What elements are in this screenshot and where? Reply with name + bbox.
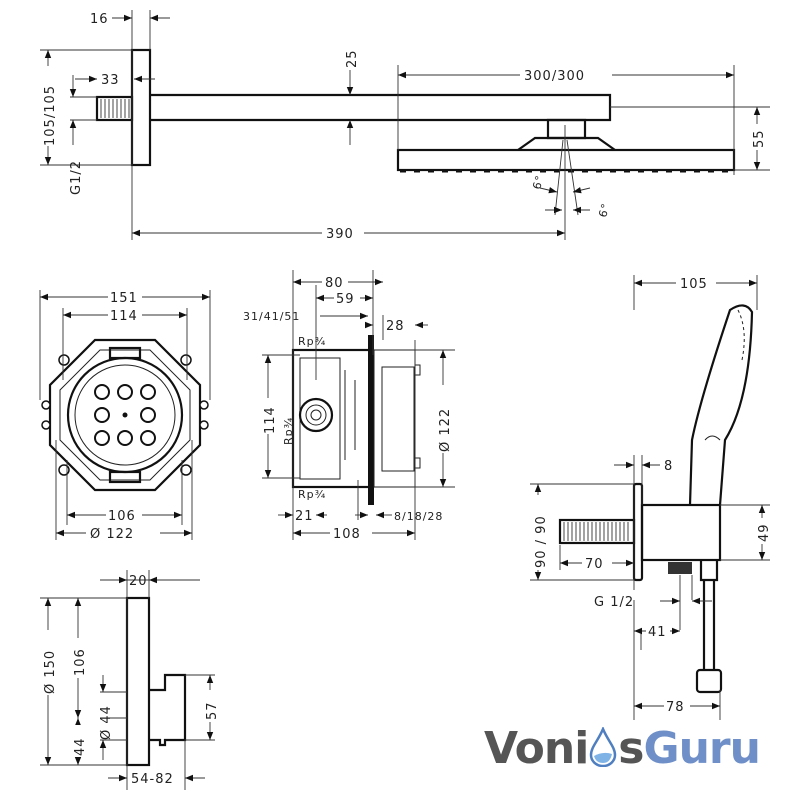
dim-height-106: 106 — [73, 648, 88, 676]
dim-thread: G1/2 — [69, 160, 84, 195]
dim-depth-range: 31/41/51 — [243, 310, 300, 323]
dim-offset-44: 44 — [73, 737, 88, 756]
dim-thread-label: G 1/2 — [594, 595, 634, 610]
label-rp-top: Rp¾ — [298, 335, 326, 348]
angle-label-1: 6° — [530, 173, 546, 190]
mounting-box-front: 151 114 106 Ø 122 — [39, 288, 211, 542]
dim-outer-width: 151 — [110, 291, 138, 306]
dim-head-size: 300/300 — [524, 69, 585, 84]
dim-arrow — [572, 186, 591, 194]
label-rp-mid: Rp¾ — [282, 417, 295, 445]
dim-diameter-44: Ø 44 — [99, 705, 114, 740]
dim-plate-depth: 20 — [129, 574, 148, 589]
logo-text-s: s — [618, 723, 644, 774]
dim-wall-plate-depth: 16 — [90, 12, 109, 27]
dim-depth-28: 28 — [386, 319, 405, 334]
shower-arm-view: 16 33 25 105/105 G1/2 300/300 55 6° 6° 3… — [40, 10, 770, 242]
mounting-box-section: 80 59 31/41/51 28 Rp¾ Rp¾ Rp¾ 114 Ø 122 … — [243, 270, 455, 542]
dim-wall-plate-size: 105/105 — [43, 85, 58, 146]
dim-depth-range-2: 8/18/28 — [394, 510, 443, 523]
dim-arrow — [539, 186, 558, 194]
dim-depth-108: 108 — [333, 527, 361, 542]
thread-stub — [95, 95, 134, 122]
dim-depth-21: 21 — [295, 509, 314, 524]
dim-bottom-width: 106 — [108, 509, 136, 524]
dim-arm-length: 390 — [326, 227, 354, 242]
hand-shower-view: 105 8 90 / 90 49 70 G 1/2 41 78 — [530, 274, 772, 720]
dim-depth-80: 80 — [325, 276, 344, 291]
dim-inner-width: 114 — [110, 309, 138, 324]
dim-thread-70: 70 — [585, 557, 604, 572]
water-drop-icon — [590, 727, 617, 767]
dim-width-78: 78 — [666, 700, 685, 715]
shower-arm — [150, 93, 612, 122]
dim-thread-length: 33 — [101, 73, 120, 88]
head-connector — [546, 118, 587, 140]
dim-plate-8: 8 — [664, 459, 673, 474]
angle-label-2: 6° — [596, 201, 612, 218]
dim-depth-59: 59 — [336, 292, 355, 307]
dim-section-diameter: Ø 122 — [438, 408, 453, 452]
logo-text-voni: Voni — [484, 723, 589, 774]
dim-plate-size: 90 / 90 — [534, 515, 549, 568]
thread-hatching — [100, 99, 130, 118]
head-joint — [517, 136, 616, 151]
dim-height-49: 49 — [757, 523, 772, 542]
label-rp-bottom: Rp¾ — [298, 488, 326, 501]
dim-offset-41: 41 — [648, 625, 667, 640]
dim-width-105: 105 — [680, 277, 708, 292]
wall-plate — [130, 48, 152, 167]
shower-head — [396, 148, 736, 172]
dim-box-diameter: Ø 122 — [90, 527, 134, 542]
dim-height-114: 114 — [263, 406, 278, 434]
dim-head-height: 55 — [752, 129, 767, 148]
dim-arm-height: 25 — [345, 49, 360, 68]
dim-height-57: 57 — [205, 701, 220, 720]
thermostat-view: 20 Ø 150 106 44 Ø 44 57 54-82 — [40, 570, 220, 790]
logo-text-guru: Guru — [643, 723, 760, 774]
dim-projection: 54-82 — [131, 772, 174, 787]
dim-diameter-150: Ø 150 — [43, 650, 58, 694]
